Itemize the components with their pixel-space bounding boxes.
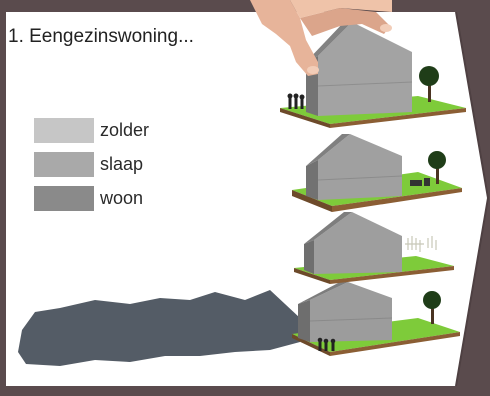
slide-title: 1. Eengezinswoning... bbox=[8, 26, 194, 48]
legend-item-zolder: zolder bbox=[34, 118, 149, 143]
legend-swatch-slaap bbox=[34, 152, 94, 177]
legend-label-zolder: zolder bbox=[100, 120, 149, 141]
people-icon-2 bbox=[288, 94, 305, 110]
legend-label-woon: woon bbox=[100, 188, 143, 209]
legend-swatch-zolder bbox=[34, 118, 94, 143]
legend-swatch-woon bbox=[34, 186, 94, 211]
legend-item-slaap: slaap bbox=[34, 152, 143, 177]
people-icon bbox=[318, 338, 336, 351]
legend-label-slaap: slaap bbox=[100, 154, 143, 175]
legend-item-woon: woon bbox=[34, 186, 143, 211]
